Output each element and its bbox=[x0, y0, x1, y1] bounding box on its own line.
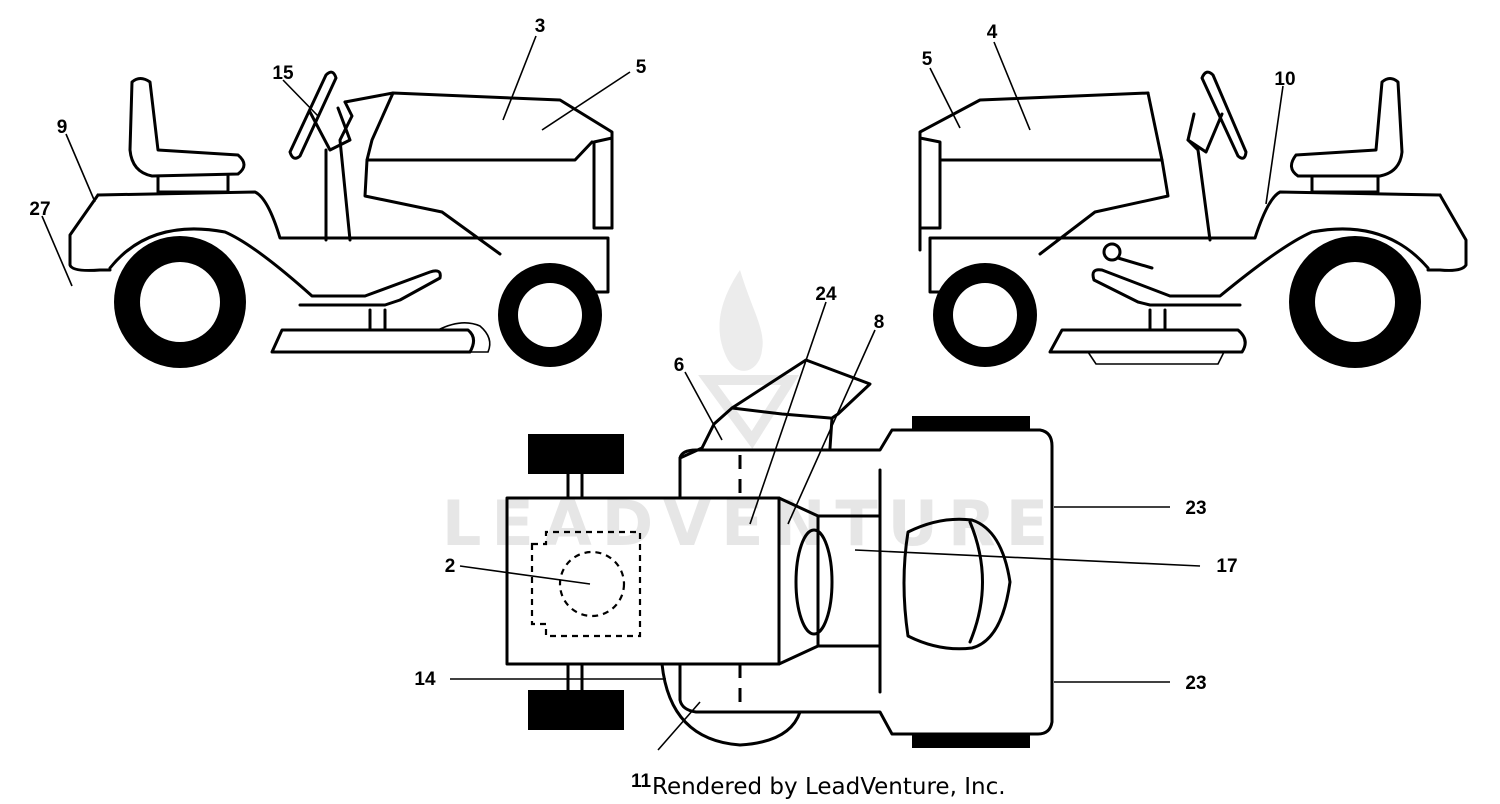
engine-circle bbox=[558, 550, 626, 618]
fender-arch bbox=[108, 227, 442, 307]
rear-fender-right bbox=[928, 190, 1442, 294]
mower-deck-right bbox=[1048, 328, 1247, 354]
callout-6: 6 bbox=[674, 355, 685, 376]
callout-5-right: 5 bbox=[922, 49, 933, 70]
top-view bbox=[505, 358, 1054, 748]
seat-back-right bbox=[1290, 77, 1404, 178]
seat-base-right bbox=[1310, 174, 1380, 194]
front-right-tire bbox=[528, 690, 624, 730]
front-wheel-hub bbox=[518, 283, 582, 347]
leader-10 bbox=[1265, 85, 1284, 205]
callout-4: 4 bbox=[987, 22, 998, 43]
steering-column-right bbox=[1186, 112, 1224, 154]
deck-hanger bbox=[368, 308, 387, 332]
fender-arch-right bbox=[1091, 227, 1430, 307]
callout-14: 14 bbox=[414, 669, 436, 690]
rear-fender-front bbox=[68, 193, 112, 272]
grille-right bbox=[918, 136, 942, 230]
callout-11: 11 bbox=[631, 771, 652, 792]
leader-2 bbox=[459, 565, 591, 585]
callout-8: 8 bbox=[874, 312, 885, 333]
deck-discharge bbox=[437, 322, 491, 353]
callout-9: 9 bbox=[57, 117, 68, 138]
leader-6 bbox=[684, 371, 723, 441]
callout-27: 27 bbox=[29, 199, 50, 220]
leader-17 bbox=[854, 549, 1201, 567]
watermark-flame-icon bbox=[719, 270, 763, 371]
callout-23-bottom: 23 bbox=[1185, 673, 1206, 694]
callout-17: 17 bbox=[1216, 556, 1237, 577]
deck-outline-bottom bbox=[660, 662, 802, 747]
callout-labels: 3 5 15 9 27 4 5 10 24 8 6 2 14 23 17 23 … bbox=[29, 16, 1295, 792]
leader-15 bbox=[282, 79, 319, 117]
hood-top bbox=[505, 496, 781, 666]
mower-deck bbox=[270, 328, 475, 354]
hood-side bbox=[365, 140, 594, 162]
front-left-tire bbox=[528, 434, 624, 474]
rear-left-tire bbox=[912, 416, 1030, 430]
lift-lever-knob bbox=[1102, 242, 1122, 262]
leader-5b bbox=[929, 67, 961, 129]
rear-wheel-hub-right bbox=[1315, 262, 1395, 342]
deck-skirt-right bbox=[1087, 351, 1225, 365]
rear-wheel-hub bbox=[140, 262, 220, 342]
footrest bbox=[816, 514, 882, 648]
engine-outline bbox=[530, 530, 642, 638]
front-axle bbox=[566, 472, 584, 692]
seat-back bbox=[128, 77, 246, 178]
lift-lever bbox=[1116, 256, 1154, 270]
callout-2: 2 bbox=[445, 556, 456, 577]
deck-hanger-right bbox=[1148, 308, 1167, 332]
callout-24: 24 bbox=[815, 284, 837, 305]
leader-4 bbox=[993, 41, 1031, 131]
steering-wheel-right bbox=[1200, 70, 1248, 160]
hood-front-right bbox=[1038, 158, 1170, 256]
render-credit: Rendered by LeadVenture, Inc. bbox=[652, 774, 1006, 800]
callout-10: 10 bbox=[1274, 69, 1295, 90]
leader-24 bbox=[749, 301, 827, 525]
front-wheel-hub-right bbox=[953, 283, 1017, 347]
grille bbox=[592, 136, 614, 230]
leader-27 bbox=[41, 215, 73, 287]
rear-right-tire bbox=[912, 734, 1030, 748]
right-side-view bbox=[918, 70, 1468, 368]
dashboard bbox=[777, 496, 820, 666]
leader-lines bbox=[41, 35, 1284, 751]
callout-15: 15 bbox=[272, 63, 294, 84]
leader-9 bbox=[65, 133, 96, 203]
hood-right bbox=[918, 91, 1150, 252]
hood-front-edge bbox=[363, 91, 502, 256]
seat-top bbox=[902, 517, 1012, 651]
seat-base bbox=[156, 174, 230, 194]
callout-5: 5 bbox=[636, 57, 647, 78]
callout-23-top: 23 bbox=[1185, 498, 1206, 519]
rear-fender bbox=[96, 190, 610, 294]
leader-8 bbox=[787, 329, 876, 525]
left-side-view bbox=[68, 70, 614, 368]
dash-right bbox=[1186, 138, 1212, 242]
chute-lip bbox=[730, 406, 832, 420]
steering-wheel-top bbox=[794, 528, 834, 636]
leader-11 bbox=[657, 701, 701, 751]
dash-upper bbox=[338, 100, 354, 242]
leader-3 bbox=[502, 35, 537, 121]
body-frame bbox=[678, 428, 1054, 736]
steering-wheel bbox=[288, 70, 338, 160]
rear-fender-tail-right bbox=[1426, 193, 1468, 272]
callout-3: 3 bbox=[535, 16, 546, 37]
leader-5a bbox=[541, 71, 631, 131]
seat-back-top bbox=[968, 520, 984, 644]
